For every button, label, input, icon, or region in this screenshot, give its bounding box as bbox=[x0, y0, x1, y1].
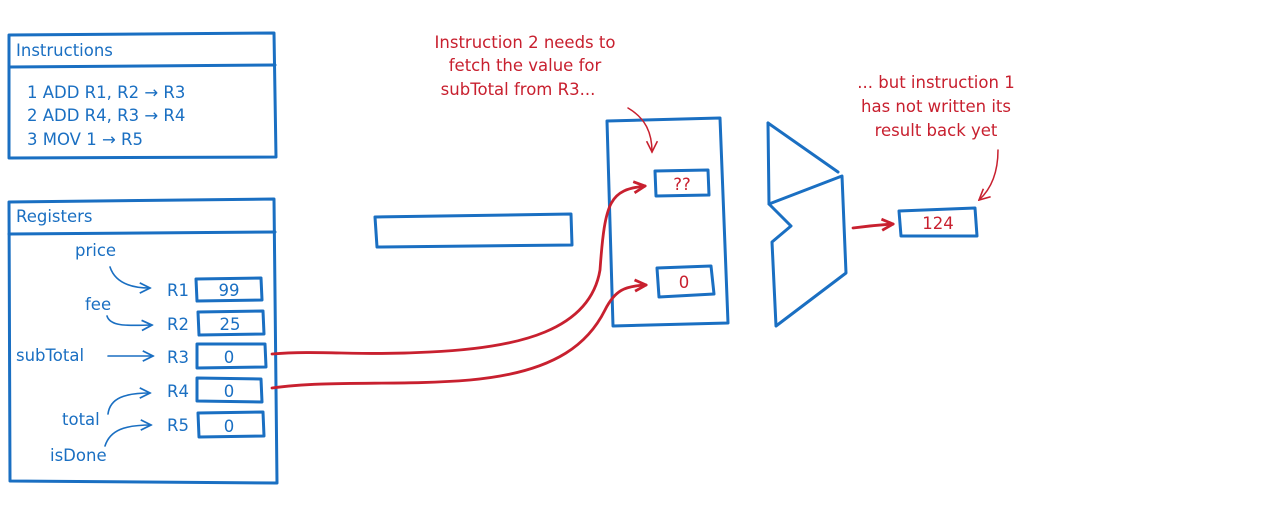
register-label-r1: R1 bbox=[167, 281, 189, 300]
register-label-r5: R5 bbox=[167, 416, 189, 435]
registers-panel: Registers price R1 99 fee R2 25 subTotal… bbox=[7, 197, 279, 485]
register-value-r5: 0 bbox=[224, 417, 235, 436]
alu-shape bbox=[766, 121, 848, 328]
annotation-line: ... but instruction 1 bbox=[857, 73, 1014, 92]
register-label-r2: R2 bbox=[167, 315, 189, 334]
register-value-r2: 25 bbox=[220, 315, 241, 334]
alu-result-arrow bbox=[851, 224, 893, 228]
r4-read-arrow bbox=[270, 285, 646, 390]
annotation-line: subTotal from R3... bbox=[441, 80, 596, 99]
alu-output-value: 124 bbox=[922, 214, 954, 233]
annotation-line: fetch the value for bbox=[449, 56, 602, 75]
annotation-right: ... but instruction 1 has not written it… bbox=[857, 73, 1015, 200]
annotation-line: has not written its bbox=[861, 97, 1011, 116]
register-value-r1: 99 bbox=[219, 281, 240, 300]
variable-label-isdone: isDone bbox=[50, 446, 107, 465]
instruction-line: 3 MOV 1 → R5 bbox=[27, 130, 143, 149]
register-label-r4: R4 bbox=[167, 382, 189, 401]
register-value-r4: 0 bbox=[224, 382, 235, 401]
variable-label-price: price bbox=[75, 241, 116, 260]
r3-read-arrow bbox=[270, 186, 645, 356]
annotation-line: result back yet bbox=[875, 121, 998, 140]
register-label-r3: R3 bbox=[167, 348, 189, 367]
register-file: ?? 0 bbox=[605, 116, 730, 328]
variable-label-fee: fee bbox=[85, 295, 111, 314]
register-file-slot-bottom: 0 bbox=[679, 273, 690, 292]
registers-title: Registers bbox=[16, 207, 93, 226]
instructions-panel: Instructions 1 ADD R1, R2 → R3 2 ADD R4,… bbox=[7, 31, 278, 160]
alu-output-box bbox=[897, 206, 979, 238]
annotation-left: Instruction 2 needs to fetch the value f… bbox=[435, 33, 652, 152]
instructions-title: Instructions bbox=[16, 41, 113, 60]
instruction-line: 1 ADD R1, R2 → R3 bbox=[27, 83, 185, 102]
pipeline-latch bbox=[373, 212, 574, 249]
instruction-line: 2 ADD R4, R3 → R4 bbox=[27, 106, 185, 125]
variable-label-total: total bbox=[62, 410, 100, 429]
register-value-r3: 0 bbox=[224, 348, 235, 367]
annotation-line: Instruction 2 needs to bbox=[435, 33, 616, 52]
register-file-slot-top: ?? bbox=[673, 175, 691, 194]
variable-label-subtotal: subTotal bbox=[16, 346, 84, 365]
